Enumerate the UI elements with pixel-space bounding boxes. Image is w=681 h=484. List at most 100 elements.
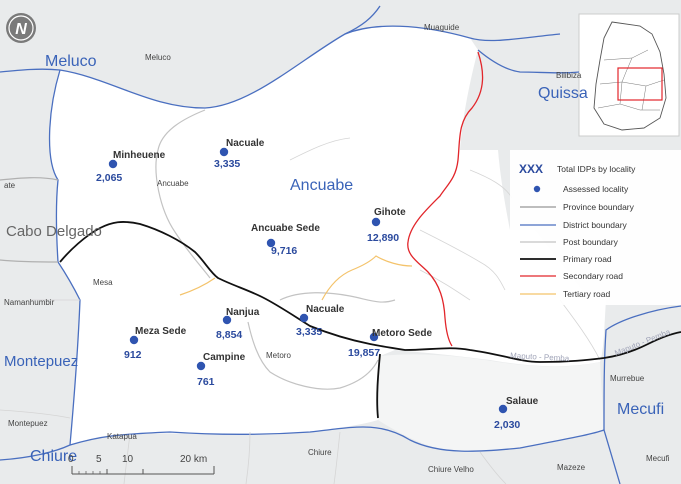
locality-marker[interactable]: Nacuale 3,335 [296, 304, 345, 338]
primary-road [376, 353, 381, 419]
scale-tick-label: 0 [68, 454, 74, 465]
place-label: Metoro [266, 351, 291, 360]
locality-marker[interactable]: Nacuale 3,335 [214, 138, 265, 170]
district-area-ancuabe [49, 26, 607, 445]
place-label: Bilibiza [556, 71, 582, 80]
place-label: Montepuez [8, 419, 48, 428]
locality-marker[interactable]: Campine 761 [196, 352, 246, 388]
locality-count: 3,335 [296, 326, 322, 338]
locality-dot[interactable] [498, 404, 508, 414]
scale-bar: 0 5 10 20 km [68, 454, 215, 475]
locality-count: 3,335 [214, 158, 240, 170]
locality-name: Minheuene [113, 150, 166, 161]
place-label: ate [4, 181, 16, 190]
legend-item-label: Tertiary road [563, 289, 611, 299]
district-label-montepuez: Montepuez [4, 353, 78, 370]
locality-name: Salaue [506, 396, 539, 407]
province-boundary [0, 177, 59, 263]
place-label: Muaguide [424, 23, 460, 32]
locality-name: Nacuale [306, 304, 345, 315]
legend-title-symbol: XXX [519, 162, 543, 176]
locality-count: 12,890 [367, 232, 399, 244]
legend-item-label: Assessed locality [563, 184, 629, 194]
locality-dot[interactable] [196, 361, 206, 371]
locality-count: 912 [124, 349, 142, 361]
locality-marker[interactable]: Minheuene 2,065 [96, 150, 166, 184]
district-boundary [477, 49, 580, 74]
locality-marker[interactable]: Ancuabe Sede 9,716 [251, 223, 320, 257]
place-label: Meluco [145, 53, 171, 62]
locality-count: 2,030 [494, 419, 520, 431]
district-boundary [344, 25, 561, 42]
legend-title: Total IDPs by locality [557, 164, 636, 174]
scale-tick-label: 5 [96, 454, 102, 465]
place-label: Mesa [93, 278, 113, 287]
locality-count: 2,065 [96, 172, 122, 184]
district-area-metoro-south [378, 354, 604, 453]
locality-dot[interactable] [219, 147, 229, 157]
legend-item-label: District boundary [563, 220, 628, 230]
primary-road [59, 221, 605, 363]
locality-marker[interactable]: Metoro Sede 19,857 [348, 328, 432, 359]
locality-marker[interactable]: Nanjua 8,854 [216, 307, 260, 341]
legend: XXX Total IDPs by locality Assessed loca… [519, 162, 636, 299]
locality-count: 19,857 [348, 347, 380, 359]
locality-dot[interactable] [222, 315, 232, 325]
legend-item-label: Primary road [563, 254, 612, 264]
place-label: Namanhumbir [4, 298, 55, 307]
place-label: Ancuabe [157, 179, 189, 188]
inset-highlight-box [617, 67, 663, 101]
locality-count: 761 [197, 376, 215, 388]
post-boundary [155, 109, 211, 279]
place-label: Chiure [308, 448, 332, 457]
district-boundary [69, 426, 621, 484]
district-label-chiure: Chiure [30, 448, 77, 465]
north-arrow-label: N [15, 21, 27, 38]
locality-name: Campine [203, 352, 246, 363]
tertiary-road [321, 255, 413, 301]
scale-tick-label: 10 [122, 454, 134, 465]
legend-item-label: Post boundary [563, 237, 619, 247]
tertiary-road [179, 277, 216, 296]
legend-panel [510, 150, 681, 305]
locality-name: Ancuabe Sede [251, 223, 320, 234]
north-arrow: N [6, 13, 36, 43]
legend-dot-icon [533, 185, 541, 193]
place-label: Katapua [107, 432, 137, 441]
inset-province-shape [593, 21, 667, 131]
locality-count: 9,716 [271, 245, 297, 257]
district-boundary [0, 69, 81, 461]
locality-dot[interactable] [299, 313, 309, 323]
primary-road [603, 331, 681, 359]
legend-item-label: Province boundary [563, 202, 635, 212]
locality-dot[interactable] [108, 159, 118, 169]
locality-dot[interactable] [129, 335, 139, 345]
secondary-road [407, 51, 484, 347]
road-label: Maputo - Pemba [510, 351, 570, 363]
locality-marker[interactable]: Gihote 12,890 [367, 207, 406, 244]
locality-dot[interactable] [266, 238, 276, 248]
locality-marker[interactable]: Meza Sede 912 [124, 326, 187, 361]
post-boundary [279, 292, 396, 303]
locality-dot[interactable] [371, 217, 381, 227]
locality-marker[interactable]: Salaue 2,030 [494, 396, 539, 431]
place-label: Murrebue [610, 374, 645, 383]
locality-name: Nacuale [226, 138, 265, 149]
locality-dot[interactable] [369, 332, 379, 342]
district-label-mecufi: Mecufi [617, 401, 664, 418]
locality-name: Gihote [374, 207, 406, 218]
district-label-ancuabe: Ancuabe [290, 177, 353, 194]
district-label-meluco: Meluco [45, 53, 97, 70]
place-label: Mazeze [557, 463, 586, 472]
locality-count: 8,854 [216, 329, 242, 341]
inset-district-lines [597, 49, 665, 111]
locality-name: Meza Sede [135, 326, 187, 337]
legend-item-label: Secondary road [563, 271, 623, 281]
locality-name: Nanjua [226, 307, 260, 318]
post-boundary [247, 321, 379, 390]
locality-name: Metoro Sede [372, 328, 432, 339]
district-boundary [603, 305, 681, 431]
place-label: Mecufi [646, 454, 670, 463]
